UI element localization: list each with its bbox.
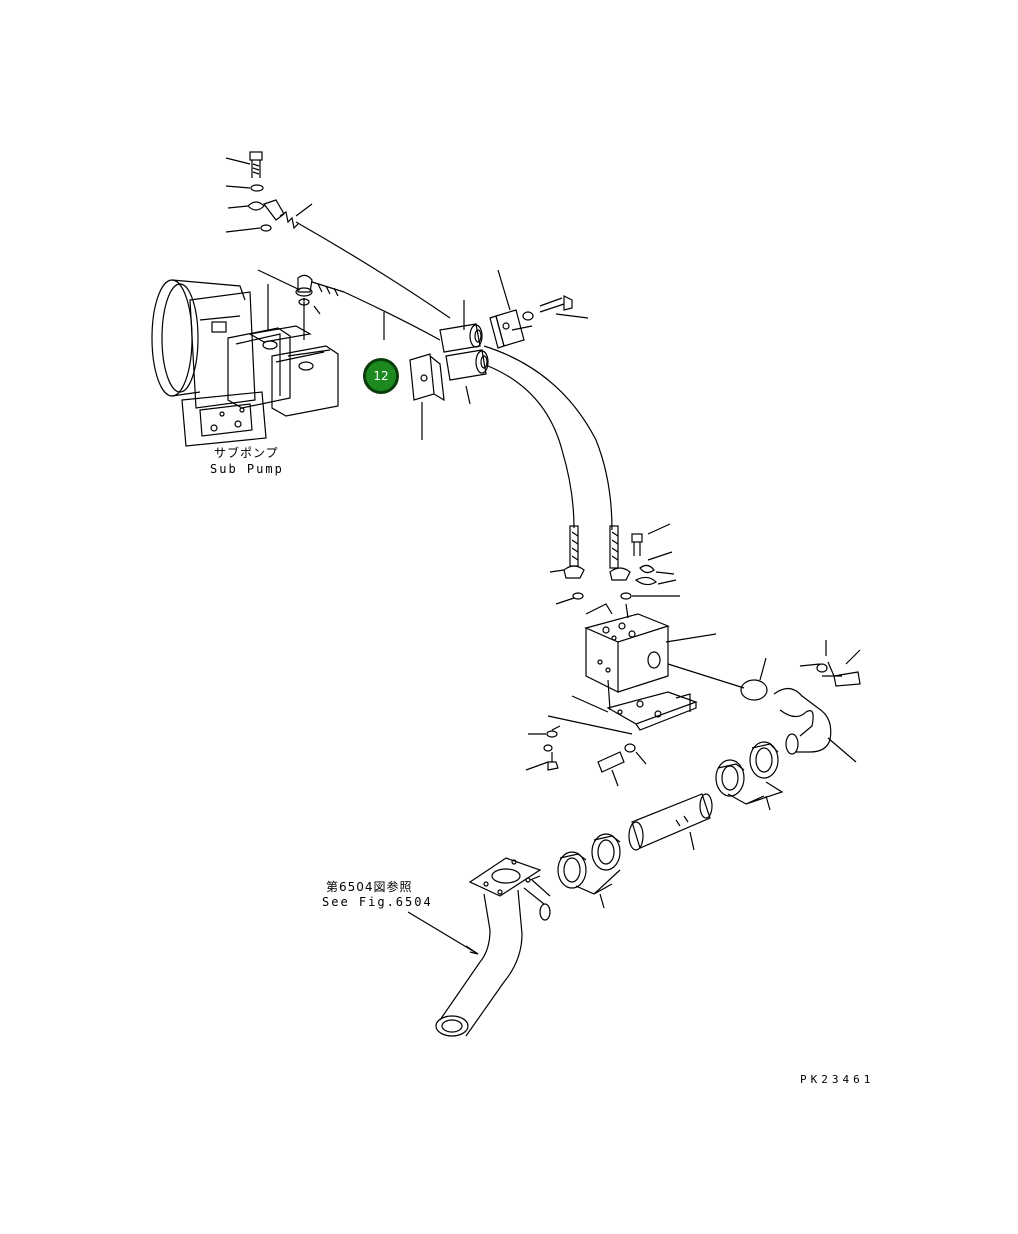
hose-sleeves-clamp — [409, 269, 589, 440]
sub-pump-label-jp: サブポンプ — [214, 446, 279, 460]
part-callout-12[interactable]: 12 — [363, 358, 399, 394]
pump-elbow-fitting — [257, 269, 345, 315]
sub-pump-label-en: Sub Pump — [210, 462, 284, 476]
see-fig-label-en: See Fig.6504 — [322, 895, 433, 909]
manifold-block — [549, 523, 768, 701]
exhaust-pipe-drawing — [407, 857, 551, 1037]
top-fitting-stack — [225, 151, 313, 233]
sub-pump-drawing — [151, 279, 339, 447]
see-fig-label-jp: 第6504図参照 — [326, 880, 413, 894]
mounting-bracket — [525, 679, 698, 787]
intake-hoses-clamps — [557, 640, 861, 909]
hose-lines — [295, 221, 631, 581]
drawing-number: PK23461 — [800, 1073, 875, 1086]
